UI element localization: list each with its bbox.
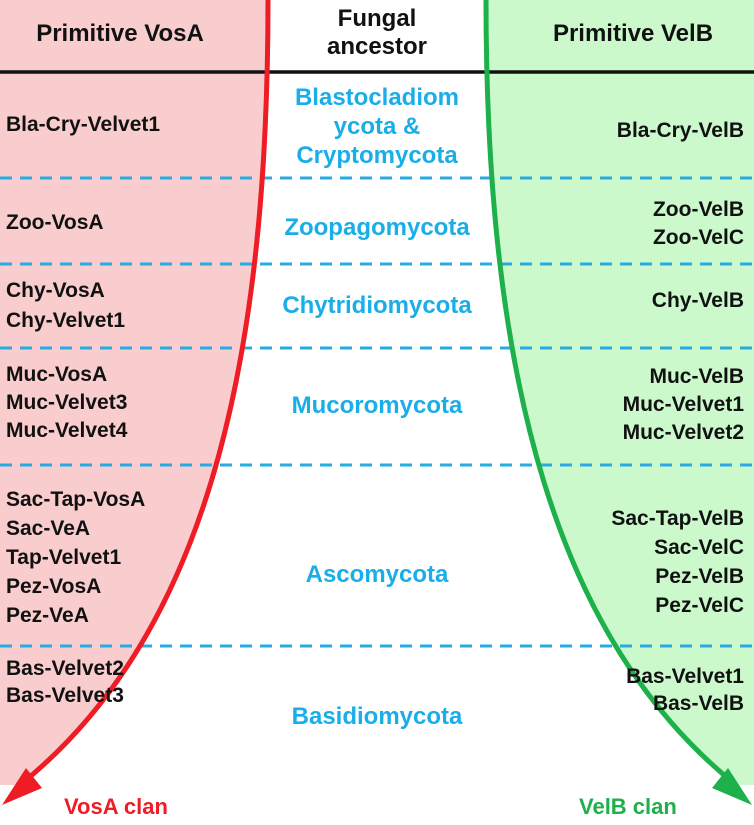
velb-member-label: Chy-VelB [651, 289, 744, 312]
header-primitive-vosa: Primitive VosA [36, 20, 204, 47]
header-fungal-ancestor-line2: ancestor [326, 33, 428, 60]
velb-arrowhead [712, 768, 752, 805]
velb-member-label: Bas-VelB [652, 692, 744, 715]
vosa-member-label: Chy-VosA [6, 279, 105, 302]
taxon-group-name: Mucoromycota [291, 392, 463, 419]
velb-member-label: Bas-Velvet1 [626, 665, 744, 688]
vosa-curve [18, 0, 271, 787]
vosa-member-label: Bas-Velvet3 [6, 684, 124, 707]
taxon-group-name: Blastocladiom [294, 84, 460, 111]
vosa-clan-label: VosA clan [64, 794, 168, 819]
taxon-group-name: Basidiomycota [291, 703, 463, 730]
vosa-member-label: Bas-Velvet2 [6, 657, 124, 680]
velb-member-label: Zoo-VelB [652, 198, 744, 221]
taxon-group-name: Cryptomycota [296, 142, 458, 169]
velb-region [486, 0, 754, 785]
velb-curve [483, 0, 738, 787]
vosa-member-label: Pez-VeA [6, 604, 89, 627]
vosa-member-label: Muc-Velvet4 [6, 419, 128, 442]
vosa-member-label: Chy-Velvet1 [6, 309, 126, 332]
taxon-group-name: Ascomycota [305, 561, 449, 588]
vosa-arrowhead [2, 768, 42, 805]
header-fungal-ancestor: Fungal ancestor [270, 5, 484, 61]
vosa-member-label: Bla-Cry-Velvet1 [6, 113, 161, 136]
taxon-group-name: ycota & [333, 113, 421, 140]
velb-member-label: Muc-Velvet1 [622, 393, 744, 416]
header-fungal-ancestor-line1: Fungal [337, 5, 417, 32]
vosa-member-label: Muc-Velvet3 [6, 391, 128, 414]
vosa-member-label: Sac-Tap-VosA [6, 488, 146, 511]
velb-member-label: Muc-VelB [649, 365, 744, 388]
velb-member-label: Sac-VelC [654, 536, 744, 559]
header-primitive-velb: Primitive VelB [552, 20, 714, 47]
velb-clan-label: VelB clan [579, 794, 677, 819]
velb-member-label: Sac-Tap-VelB [611, 507, 744, 530]
velb-member-label: Pez-VelB [655, 565, 744, 588]
vosa-region [0, 0, 268, 785]
vosa-member-label: Zoo-VosA [6, 211, 104, 234]
vosa-member-label: Pez-VosA [6, 575, 102, 598]
taxon-group-name: Zoopagomycota [284, 214, 470, 241]
velb-member-label: Pez-VelC [655, 594, 744, 617]
vosa-member-label: Tap-Velvet1 [6, 546, 122, 569]
vosa-member-label: Sac-VeA [6, 517, 91, 540]
velb-member-label: Bla-Cry-VelB [616, 119, 744, 142]
taxon-group-name: Chytridiomycota [282, 292, 472, 319]
velb-member-label: Zoo-VelC [652, 226, 744, 249]
velb-member-label: Muc-Velvet2 [622, 421, 744, 444]
group-dividers [0, 176, 754, 648]
vosa-member-label: Muc-VosA [6, 363, 108, 386]
